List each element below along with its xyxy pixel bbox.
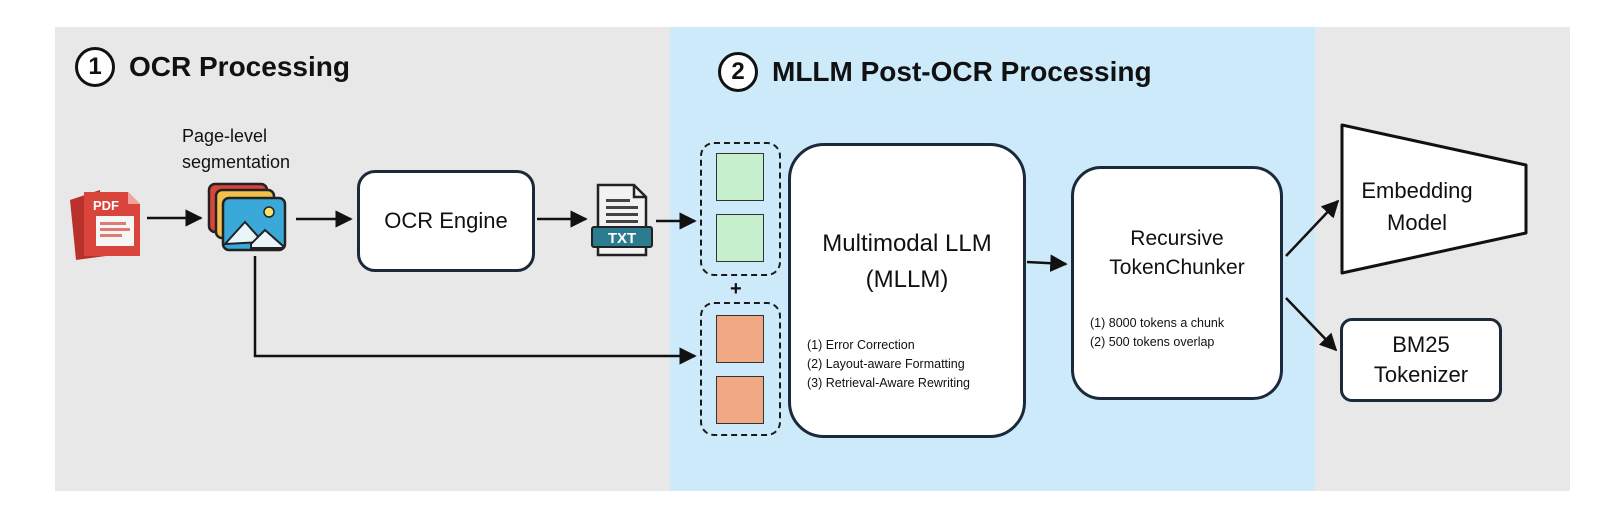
embedding-model-label: Embedding Model [1337,175,1497,239]
text-chunk-tile [716,214,764,262]
chunker-settings-list: (1) 8000 tokens a chunk (2) 500 tokens o… [1074,314,1224,352]
plus-sign: + [730,278,742,300]
txt-file-icon: TXT [591,183,653,257]
text-input-group [700,142,781,276]
embedding-model-line1: Embedding [1361,178,1473,203]
segmentation-label: Page-level segmentation [182,123,290,175]
mllm-task-list: (1) Error Correction (2) Layout-aware Fo… [791,336,970,393]
bm25-line1: BM25 [1392,332,1450,357]
chunker-title-line1: Recursive [1130,227,1224,250]
bm25-tokenizer-box: BM25 Tokenizer [1340,318,1502,402]
segmentation-label-line2: segmentation [182,152,291,172]
section-title-mllm: MLLM Post-OCR Processing [772,56,1152,87]
chunker-setting-item: (2) 500 tokens overlap [1090,335,1215,349]
segmentation-label-line1: Page-level [182,126,268,146]
mllm-title: Multimodal LLM (MLLM) [822,226,991,298]
mllm-task-item: (3) Retrieval-Aware Rewriting [807,376,971,390]
arrow-images-to-image-group [253,256,697,365]
ocr-engine-box: OCR Engine [357,170,535,272]
text-chunk-tile [716,153,764,201]
step-number-1: 1 [75,47,115,87]
mllm-title-line2: (MLLM) [865,266,949,293]
pdf-icon-label: PDF [93,198,119,213]
chunker-title: Recursive TokenChunker [1109,224,1244,282]
mllm-task-item: (2) Layout-aware Formatting [807,357,965,371]
step-number-2: 2 [718,52,758,92]
mllm-box: Multimodal LLM (MLLM) (1) Error Correcti… [788,143,1026,438]
mllm-title-line1: Multimodal LLM [822,230,992,257]
chunker-setting-item: (1) 8000 tokens a chunk [1090,316,1225,330]
txt-icon-label: TXT [608,230,636,247]
arrow-mllm-to-chunker [1026,254,1068,272]
image-input-group [700,302,781,436]
pdf-file-icon: PDF [70,190,140,260]
section-header-mllm: 2 MLLM Post-OCR Processing [718,52,1152,92]
chunker-title-line2: TokenChunker [1109,256,1245,279]
image-chunk-tile [716,315,764,363]
token-chunker-box: Recursive TokenChunker (1) 8000 tokens a… [1071,166,1283,400]
image-chunk-tile [716,376,764,424]
embedding-model-shape [1340,123,1528,275]
mllm-task-item: (1) Error Correction [807,338,915,352]
section-title-ocr: OCR Processing [129,51,350,82]
section-header-ocr: 1 OCR Processing [75,47,350,87]
embedding-model-line2: Model [1387,210,1447,235]
bm25-line2: Tokenizer [1373,362,1469,387]
arrow-chunker-to-embedding [1285,199,1340,257]
arrow-chunker-to-bm25 [1285,297,1338,352]
image-stack-icon [207,182,287,252]
